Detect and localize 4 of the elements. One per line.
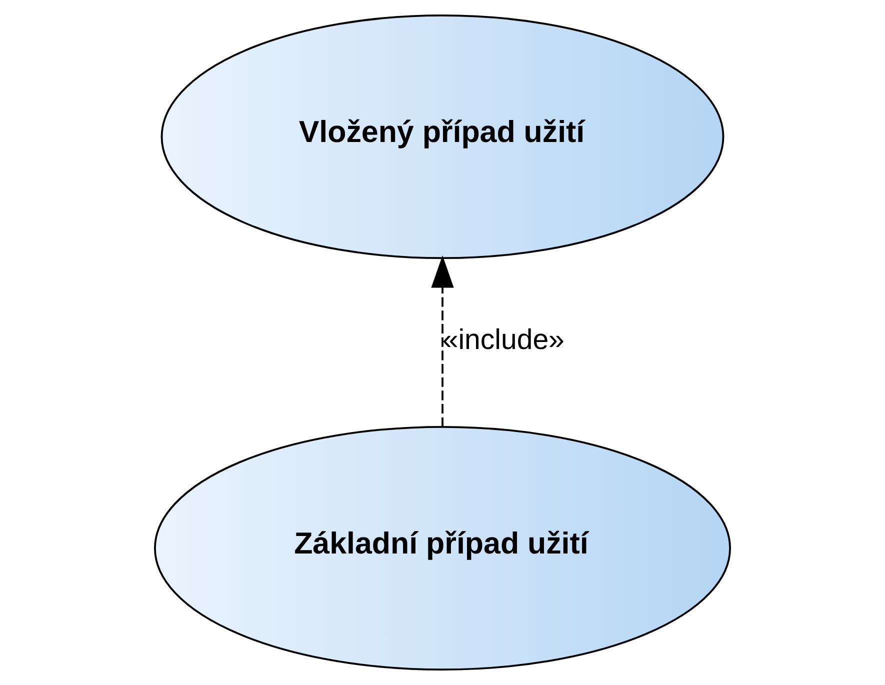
arrow [431,255,454,427]
node-ellipse: Základní případ užití [154,426,731,671]
edge-label: «include» [442,324,564,356]
node-ellipse: Vložený případ užití [160,14,724,260]
